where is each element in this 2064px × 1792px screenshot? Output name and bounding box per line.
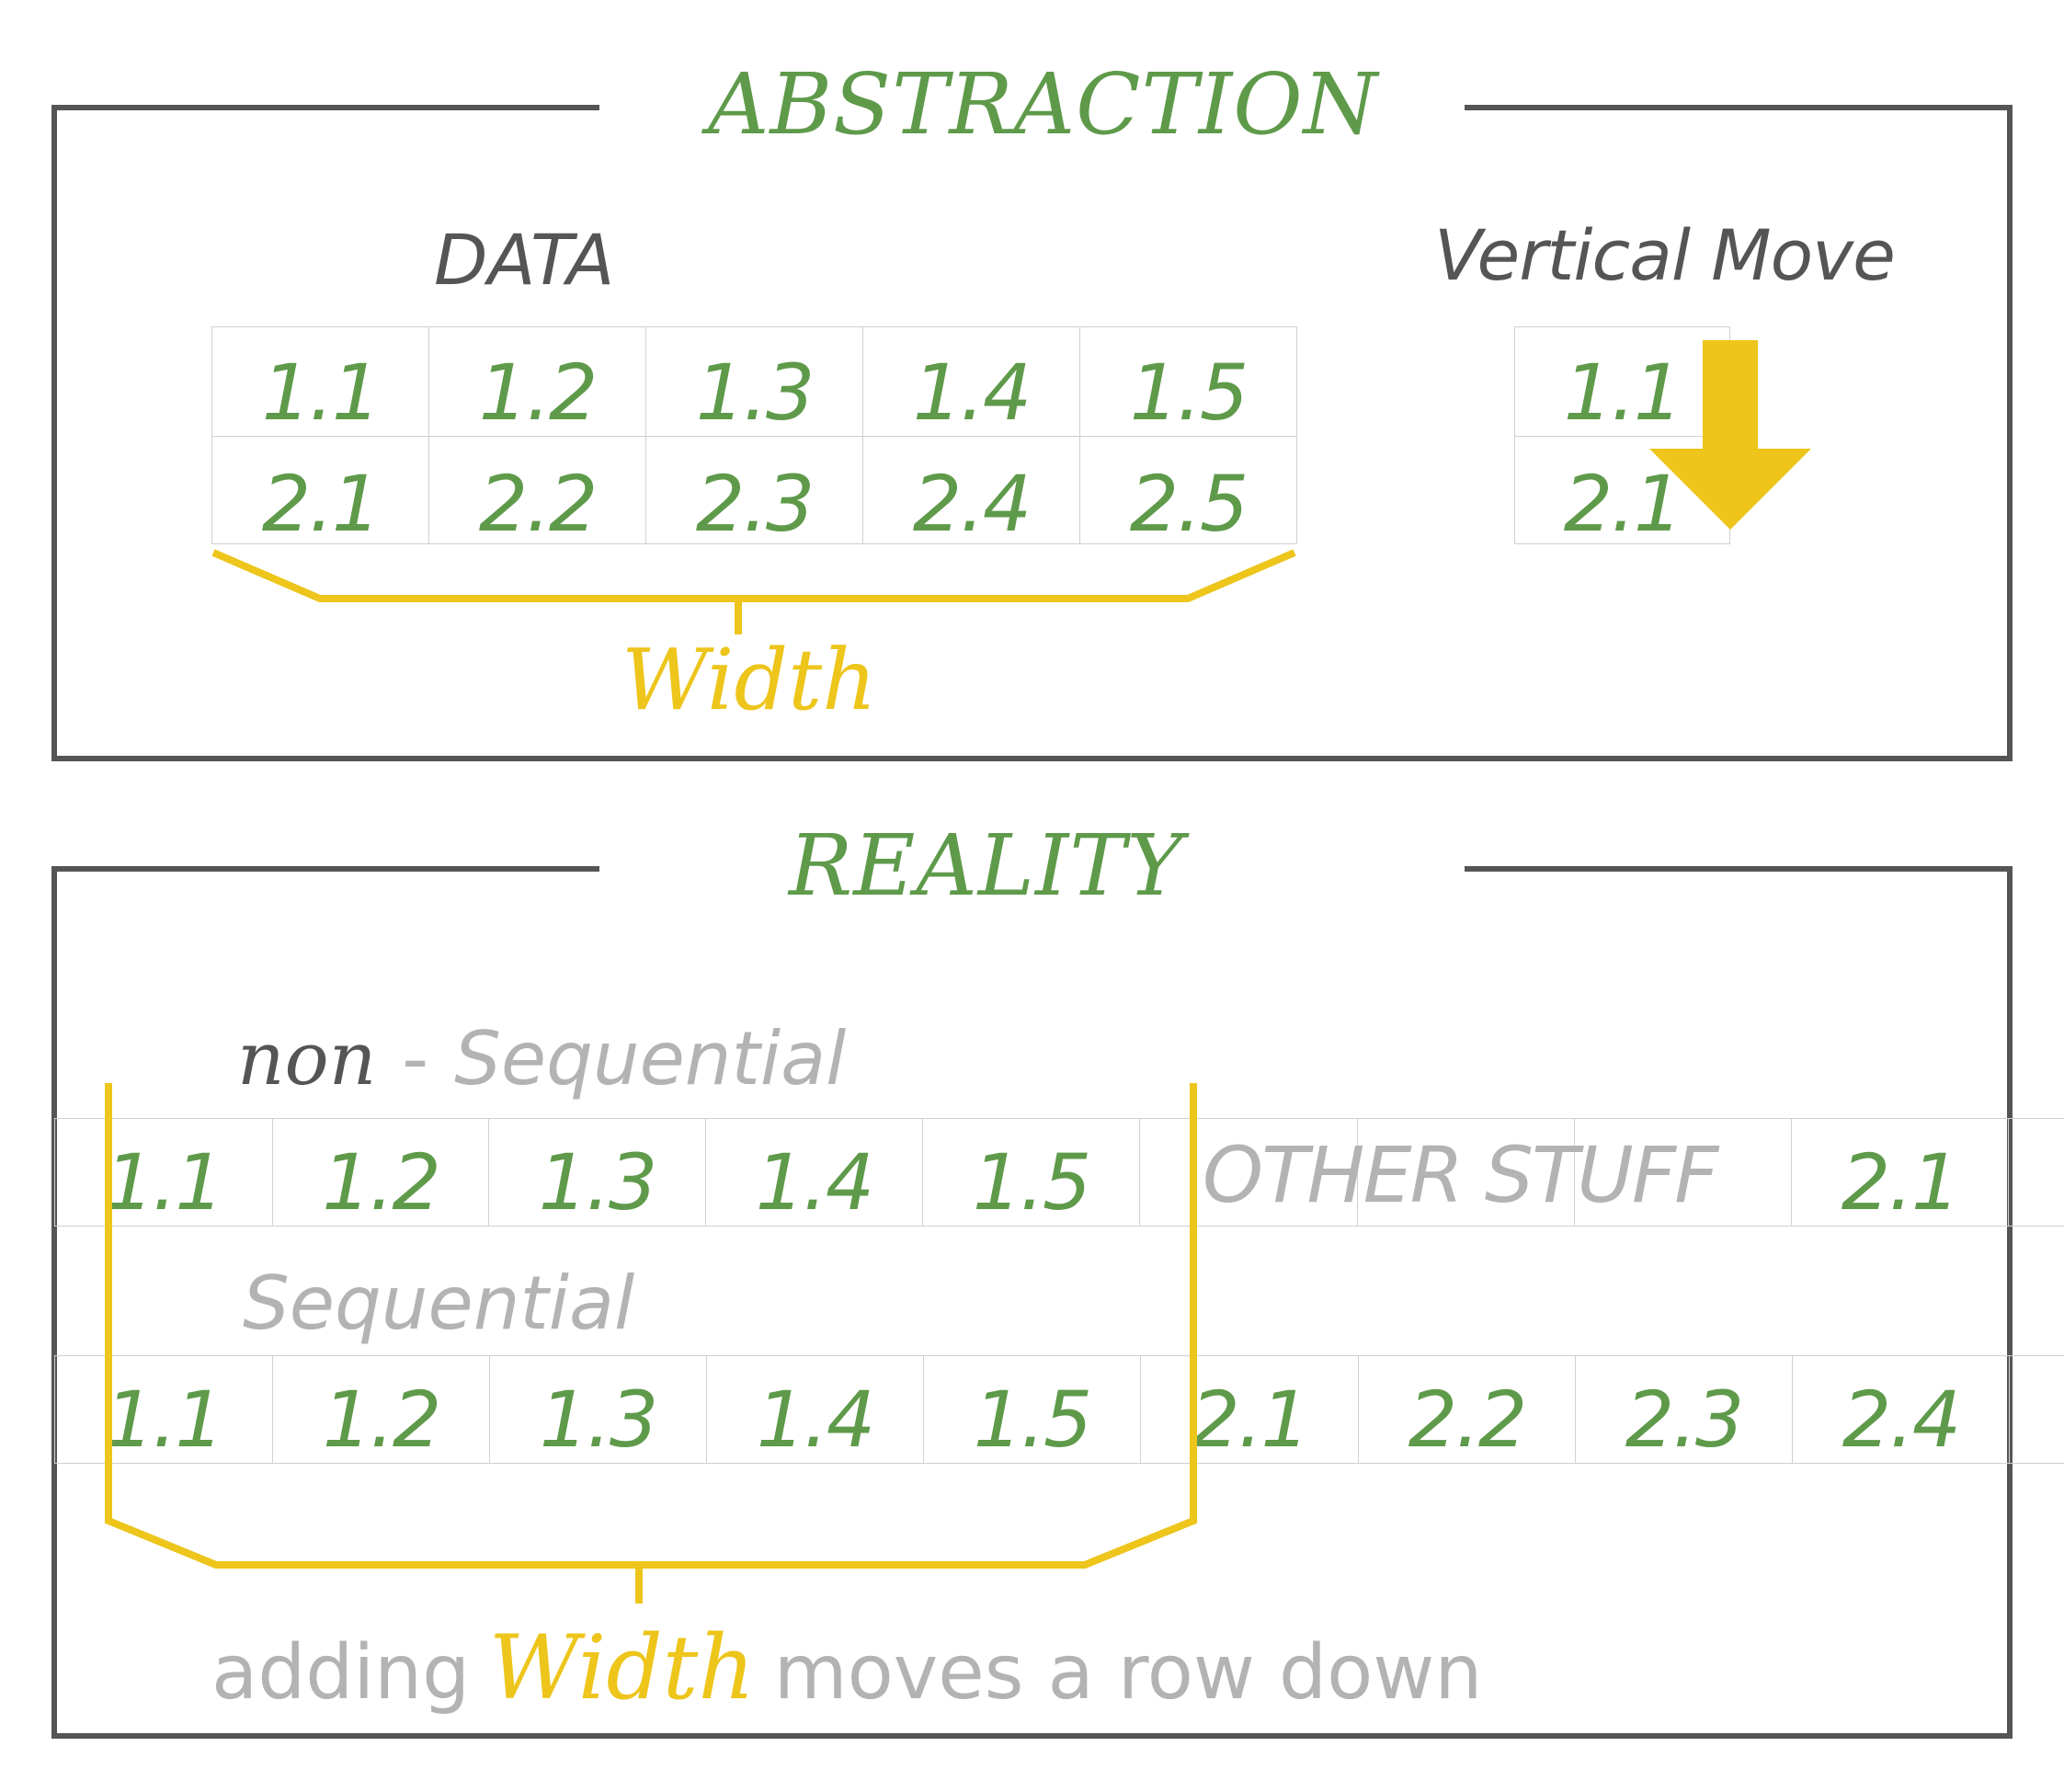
memory-cell: 2.3 <box>1575 1355 1793 1465</box>
memory-cell <box>2009 1355 2064 1464</box>
memory-cell: 1.4 <box>705 1118 923 1227</box>
data-cell: 2.1 <box>211 436 429 549</box>
caption-width: Width <box>488 1616 756 1719</box>
data-cell: 1.1 <box>211 326 429 438</box>
caption-post: moves a row down <box>773 1629 1483 1717</box>
data-cell: 2.4 <box>862 436 1080 549</box>
memory-cell: 1.2 <box>272 1118 489 1227</box>
non-sequential-label: non - Sequential <box>237 1022 846 1097</box>
reality-title: REALITY <box>789 816 1184 915</box>
reality-frame <box>51 866 2013 1739</box>
memory-cell <box>2008 1118 2064 1227</box>
sequential-word: Sequential <box>454 1016 847 1101</box>
data-cell: 1.5 <box>1079 326 1297 438</box>
abstraction-title: ABSTRACTION <box>708 55 1379 154</box>
sequential-label: Sequential <box>243 1261 635 1346</box>
data-label: DATA <box>434 219 615 301</box>
memory-cell: 1.5 <box>922 1118 1140 1227</box>
memory-cell: 1.3 <box>488 1118 706 1227</box>
data-cell: 2.3 <box>645 436 863 549</box>
memory-cell: 1.3 <box>489 1355 707 1465</box>
memory-cell: 1.5 <box>923 1355 1141 1465</box>
non-label: non <box>237 1016 377 1101</box>
memory-cell: 2.1 <box>1140 1355 1359 1465</box>
width-label: Width <box>621 631 877 729</box>
vertical-move-label: Vertical Move <box>1434 214 1896 296</box>
caption-pre: adding <box>211 1629 471 1717</box>
caption: adding Width moves a row down <box>211 1624 1482 1712</box>
data-cell: 2.2 <box>428 436 646 549</box>
memory-cell: 1.2 <box>272 1355 490 1465</box>
memory-cell: 1.1 <box>54 1355 273 1465</box>
memory-cell: 2.1 <box>1791 1118 2009 1227</box>
other-stuff-label: OTHER STUFF <box>1203 1130 1718 1220</box>
dash-label: - <box>402 1016 429 1101</box>
memory-cell: 1.1 <box>54 1118 273 1227</box>
data-cell: 2.5 <box>1079 436 1297 549</box>
memory-cell: 2.2 <box>1358 1355 1576 1465</box>
